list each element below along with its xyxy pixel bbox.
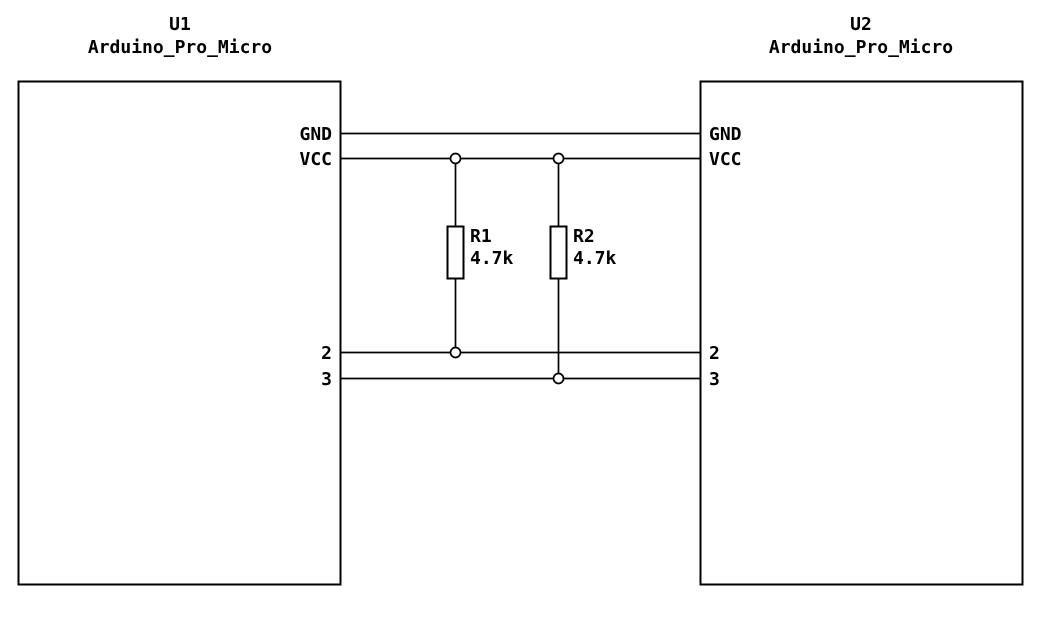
u1-value: Arduino_Pro_Micro [88,37,272,58]
u2-pin-label-3: 3 [709,369,720,390]
junctions [449,152,565,385]
r1-value: 4.7k [470,248,514,269]
component-r2[interactable]: R2 4.7k [549,158,617,379]
u2-pin-label-gnd: GND [709,124,742,145]
component-u1[interactable]: U1 Arduino_Pro_Micro GND VCC 2 3 [17,14,342,586]
r2-value: 4.7k [573,248,617,269]
r1-reference: R1 [470,226,492,247]
wires [341,132,700,380]
u2-body[interactable] [699,80,1024,586]
junction-pin2-r1 [449,346,462,359]
component-u2[interactable]: U2 Arduino_Pro_Micro GND VCC 2 3 [699,14,1024,586]
u1-pin-label-gnd: GND [299,124,332,145]
r2-body[interactable] [549,225,568,280]
u1-pin-label-2: 2 [321,343,332,364]
u1-reference: U1 [169,14,191,35]
u1-pin-label-3: 3 [321,369,332,390]
r2-reference: R2 [573,226,595,247]
junction-vcc-r2 [552,152,565,165]
r1-body[interactable] [446,225,465,280]
u1-body[interactable] [17,80,342,586]
component-r1[interactable]: R1 4.7k [446,158,514,353]
u2-pin-label-vcc: VCC [709,149,742,170]
u2-reference: U2 [850,14,872,35]
u1-pin-label-vcc: VCC [299,149,332,170]
u2-value: Arduino_Pro_Micro [769,37,953,58]
junction-vcc-r1 [449,152,462,165]
junction-pin3-r2 [552,372,565,385]
u2-pin-label-2: 2 [709,343,720,364]
